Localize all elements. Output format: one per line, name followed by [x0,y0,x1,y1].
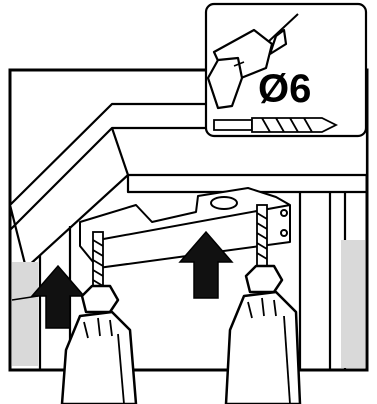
drill-size-label: Ø6 [258,67,311,111]
drill-bit-icon [214,118,336,132]
inset-panel: Ø6 [206,4,366,136]
screw-right [257,205,267,271]
